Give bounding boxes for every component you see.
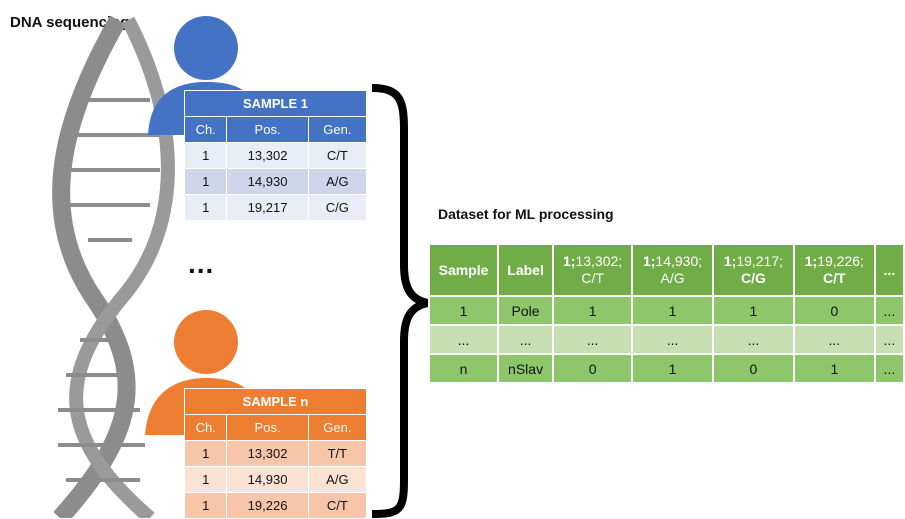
column-header-ch: Ch. bbox=[183, 414, 228, 441]
feature-2-gen: A/G bbox=[660, 270, 685, 286]
cell-gen: C/T bbox=[307, 492, 368, 519]
cell-more: ... bbox=[873, 353, 905, 384]
sample-1-title: SAMPLE 1 bbox=[184, 90, 367, 117]
cell-pos: 14,930 bbox=[226, 168, 309, 195]
feature-3-gen: C/G bbox=[741, 270, 766, 286]
person-n-head-icon bbox=[174, 310, 238, 374]
cell-pos: 13,302 bbox=[226, 142, 309, 169]
cell-gen: C/G bbox=[307, 194, 368, 221]
feature-4-gen: C/T bbox=[823, 270, 846, 286]
ml-dataset-table: Sample Label 1;13,302;C/T 1;14,930;A/G 1… bbox=[427, 243, 905, 384]
table-row: 1 14,930 A/G bbox=[183, 168, 368, 195]
table-row: ... ... ... ... ... ... ... bbox=[427, 324, 905, 355]
cell-feature-1: 1 bbox=[552, 295, 634, 326]
column-header-pos: Pos. bbox=[226, 116, 309, 143]
feature-1-ch: 1; bbox=[563, 253, 576, 269]
column-header-feature-4: 1;19,226;C/T bbox=[792, 243, 876, 297]
diagram-title: DNA sequencing bbox=[10, 14, 130, 31]
cell-feature-3: 0 bbox=[712, 353, 795, 384]
cell-ch: 1 bbox=[183, 142, 228, 169]
cell-pos: 14,930 bbox=[226, 466, 309, 493]
column-header-feature-3: 1;19,217;C/G bbox=[712, 243, 795, 297]
cell-feature-2: ... bbox=[631, 324, 714, 355]
feature-1-gen: C/T bbox=[581, 270, 604, 286]
feature-3-pos: 19,217; bbox=[736, 253, 784, 269]
column-header-more: ... bbox=[873, 243, 905, 297]
feature-3-ch: 1; bbox=[723, 253, 737, 269]
dataset-title: Dataset for ML processing bbox=[438, 206, 614, 222]
table-row: 1 19,226 C/T bbox=[183, 492, 368, 519]
cell-feature-3: ... bbox=[712, 324, 795, 355]
cell-sample: ... bbox=[427, 324, 500, 355]
sample-n-title: SAMPLE n bbox=[184, 388, 367, 415]
column-header-gen: Gen. bbox=[307, 414, 368, 441]
cell-gen: T/T bbox=[307, 440, 368, 467]
cell-feature-3: 1 bbox=[712, 295, 795, 326]
column-header-label: Label bbox=[497, 243, 555, 297]
cell-label: ... bbox=[497, 324, 555, 355]
cell-label: Pole bbox=[497, 295, 555, 326]
cell-feature-4: 0 bbox=[792, 295, 876, 326]
cell-more: ... bbox=[873, 295, 905, 326]
feature-1-pos: 13,302; bbox=[575, 253, 623, 269]
cell-feature-4: ... bbox=[792, 324, 876, 355]
table-row: 1 13,302 T/T bbox=[183, 440, 368, 467]
cell-gen: A/G bbox=[307, 466, 368, 493]
column-header-ch: Ch. bbox=[183, 116, 228, 143]
column-header-feature-2: 1;14,930;A/G bbox=[631, 243, 714, 297]
column-header-sample: Sample bbox=[427, 243, 500, 297]
cell-ch: 1 bbox=[183, 466, 228, 493]
cell-pos: 13,302 bbox=[226, 440, 309, 467]
table-row: 1 Pole 1 1 1 0 ... bbox=[427, 295, 905, 326]
cell-ch: 1 bbox=[183, 492, 228, 519]
table-row: 1 14,930 A/G bbox=[183, 466, 368, 493]
sample-1-table: SAMPLE 1 Ch. Pos. Gen. 1 13,302 C/T 1 14… bbox=[183, 90, 368, 221]
cell-label: nSlav bbox=[497, 353, 555, 384]
table-row: 1 13,302 C/T bbox=[183, 142, 368, 169]
feature-2-ch: 1; bbox=[642, 253, 656, 269]
person-1-head-icon bbox=[174, 16, 238, 80]
feature-4-pos: 19,226; bbox=[817, 253, 864, 269]
cell-sample: n bbox=[427, 353, 500, 384]
cell-more: ... bbox=[873, 324, 905, 355]
cell-gen: A/G bbox=[307, 168, 368, 195]
table-row: n nSlav 0 1 0 1 ... bbox=[427, 353, 905, 384]
cell-ch: 1 bbox=[183, 194, 228, 221]
cell-feature-1: ... bbox=[552, 324, 634, 355]
sample-n-table: SAMPLE n Ch. Pos. Gen. 1 13,302 T/T 1 14… bbox=[183, 388, 368, 519]
feature-2-pos: 14,930; bbox=[655, 253, 703, 269]
column-header-feature-1: 1;13,302;C/T bbox=[552, 243, 634, 297]
samples-ellipsis: ... bbox=[188, 248, 215, 279]
cell-ch: 1 bbox=[183, 168, 228, 195]
dna-rungs bbox=[58, 98, 160, 482]
column-header-gen: Gen. bbox=[307, 116, 368, 143]
cell-feature-1: 0 bbox=[552, 353, 634, 384]
cell-feature-2: 1 bbox=[631, 353, 714, 384]
cell-sample: 1 bbox=[427, 295, 500, 326]
cell-ch: 1 bbox=[183, 440, 228, 467]
cell-feature-4: 1 bbox=[792, 353, 876, 384]
cell-pos: 19,226 bbox=[226, 492, 309, 519]
cell-feature-2: 1 bbox=[631, 295, 714, 326]
table-row: 1 19,217 C/G bbox=[183, 194, 368, 221]
cell-gen: C/T bbox=[307, 142, 368, 169]
column-header-pos: Pos. bbox=[226, 414, 309, 441]
cell-pos: 19,217 bbox=[226, 194, 309, 221]
curly-brace bbox=[371, 84, 429, 518]
feature-4-ch: 1; bbox=[804, 253, 818, 269]
